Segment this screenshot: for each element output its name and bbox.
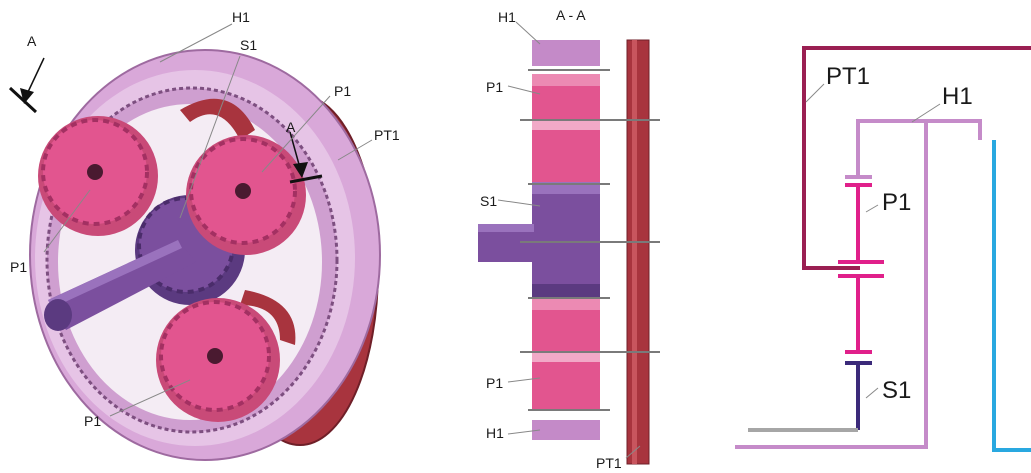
sch-label-s1: S1 <box>882 377 911 404</box>
section-planet-p1-bottom-band <box>532 352 600 362</box>
sch-label-p1: P1 <box>882 189 911 216</box>
iso-label-s1: S1 <box>240 37 257 53</box>
sch-label-pt1: PT1 <box>826 63 870 90</box>
section-carrier-highlight <box>632 40 637 464</box>
section-ring-h1-top <box>532 40 600 66</box>
sec-label-h1-bottom: H1 <box>486 425 504 441</box>
schematic-view: PT1 H1 P1 S1 <box>735 48 1031 450</box>
section-ring-h1-bottom <box>532 420 600 440</box>
planet-gear-p1-upper-left <box>38 116 158 236</box>
section-planet-p1-top-band <box>532 120 600 130</box>
section-title: A - A <box>556 7 586 23</box>
section-planet-p1-top-shade <box>532 74 600 86</box>
isometric-view: A H1 S1 P1 A PT1 P1 P1 <box>10 9 400 460</box>
sec-label-h1-top: H1 <box>498 9 516 25</box>
sec-label-s1: S1 <box>480 193 497 209</box>
schematic-ring-h1 <box>858 121 980 176</box>
section-carrier-pt1 <box>627 40 649 464</box>
iso-label-h1: H1 <box>232 9 250 25</box>
iso-label-a-top: A <box>27 33 37 49</box>
sec-label-p1-bottom: P1 <box>486 375 503 391</box>
iso-label-p1-left: P1 <box>10 259 27 275</box>
section-input-shaft-highlight <box>478 224 534 232</box>
section-arrow-a-top <box>10 58 44 112</box>
sch-label-h1: H1 <box>942 83 973 110</box>
leader-sch-pt1 <box>806 84 824 102</box>
iso-label-pt1: PT1 <box>374 127 400 143</box>
section-sun-s1-shadow <box>532 284 600 298</box>
section-gap-2 <box>532 410 600 420</box>
schematic-output-shaft <box>994 140 1031 450</box>
leader-sch-s1 <box>866 388 878 398</box>
section-view: A - A H1 P1 S1 P1 H1 PT1 <box>478 7 660 471</box>
planet-gear-p1-bottom <box>156 298 280 422</box>
iso-label-p1-top: P1 <box>334 83 351 99</box>
section-sun-s1 <box>532 182 600 298</box>
leader-sch-p1 <box>866 205 878 212</box>
sec-label-p1-top: P1 <box>486 79 503 95</box>
iso-label-p1-bottom: P1 <box>84 413 101 429</box>
leader-sec-h1-top <box>516 22 540 44</box>
sec-label-pt1: PT1 <box>596 455 622 471</box>
iso-label-a-mid: A <box>286 119 296 135</box>
section-planet-p1-bottom-shade <box>532 298 600 310</box>
